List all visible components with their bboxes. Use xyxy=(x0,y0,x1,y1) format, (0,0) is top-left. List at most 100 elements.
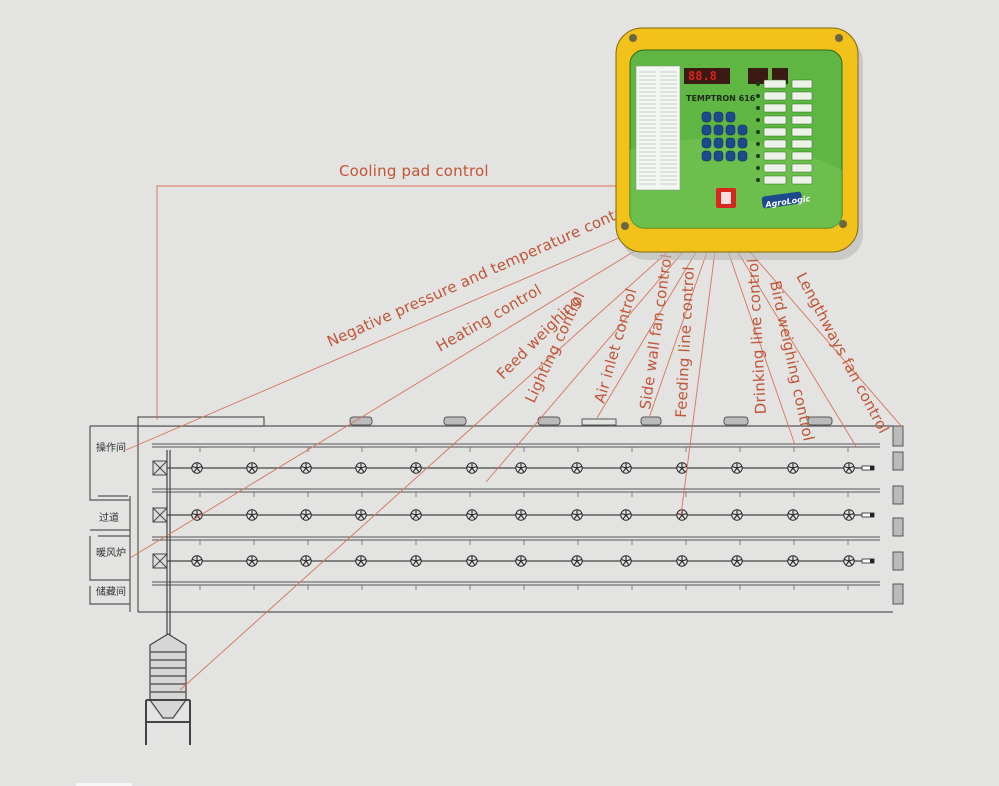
leader-bird-weighing xyxy=(721,225,858,449)
feeding-pan-icon xyxy=(300,555,312,567)
feeding-pan-icon xyxy=(466,462,478,474)
keypad-key[interactable] xyxy=(725,137,736,149)
room-label-operation: 操作间 xyxy=(96,441,126,454)
feeding-pan-icon xyxy=(676,509,688,521)
house-outline xyxy=(89,416,893,613)
drinker-nipples xyxy=(199,447,849,590)
leader-lighting xyxy=(485,217,713,483)
feeding-pan-icon xyxy=(843,462,855,474)
feeding-pan-icon xyxy=(515,555,527,567)
output-button[interactable] xyxy=(763,163,787,173)
keypad-key[interactable] xyxy=(701,111,712,123)
keypad-key[interactable] xyxy=(737,137,748,149)
drinking-lines xyxy=(152,443,880,586)
screw-icon xyxy=(621,222,629,230)
feeding-pan-icon xyxy=(246,462,258,474)
output-button[interactable] xyxy=(763,151,787,161)
output-button[interactable] xyxy=(791,151,813,161)
keypad-key[interactable] xyxy=(713,124,724,136)
temptron-controller: 88.8 TEMPTRON 616 AgroLogic xyxy=(615,27,863,260)
model-name: TEMPTRON 616 xyxy=(686,94,756,103)
feeding-pan-icon xyxy=(410,462,422,474)
leader-cooling-pad xyxy=(156,185,712,420)
output-button[interactable] xyxy=(791,127,813,137)
feeding-pan-icon xyxy=(843,555,855,567)
end-fans xyxy=(892,425,904,605)
feeding-pan-icon xyxy=(300,462,312,474)
room-label-passage: 过道 xyxy=(99,511,119,524)
led-icon xyxy=(756,94,760,98)
label-side-wall-fan: Side wall fan control xyxy=(636,253,676,411)
keypad-key[interactable] xyxy=(701,150,712,162)
label-cooling-pad: Cooling pad control xyxy=(339,162,489,180)
feeding-pan-icon xyxy=(515,509,527,521)
led-icon xyxy=(756,106,760,110)
screw-icon xyxy=(835,34,843,42)
leader-feeding-line xyxy=(680,227,719,516)
keypad-key[interactable] xyxy=(701,124,712,136)
output-button[interactable] xyxy=(763,139,787,149)
keypad-key[interactable] xyxy=(737,124,748,136)
keypad-key[interactable] xyxy=(725,124,736,136)
output-button[interactable] xyxy=(763,115,787,125)
led-icon xyxy=(756,166,760,170)
feeding-pan-icon xyxy=(246,555,258,567)
output-button[interactable] xyxy=(791,91,813,101)
feeding-pan-icon xyxy=(787,555,799,567)
output-button[interactable] xyxy=(791,115,813,125)
output-button[interactable] xyxy=(791,163,813,173)
feeding-pan-icon xyxy=(676,555,688,567)
wall-fixtures xyxy=(349,416,833,426)
screw-icon xyxy=(839,220,847,228)
page-footer-bar xyxy=(76,783,132,786)
feeding-pan-icon xyxy=(300,509,312,521)
label-feeding-line: Feeding line control xyxy=(672,266,698,418)
output-button[interactable] xyxy=(763,103,787,113)
feeding-pan-icon xyxy=(410,509,422,521)
feeding-pan-icon xyxy=(620,462,632,474)
led-icon xyxy=(756,82,760,86)
screw-icon xyxy=(629,34,637,42)
leader-lines xyxy=(125,185,904,691)
keypad-key[interactable] xyxy=(725,150,736,162)
feed-hoppers xyxy=(152,460,168,569)
output-button[interactable] xyxy=(791,175,813,185)
output-button[interactable] xyxy=(763,91,787,101)
label-drinking-line: Drinking line control xyxy=(744,258,770,415)
feeding-pan-icon xyxy=(246,509,258,521)
feeding-pan-icon xyxy=(355,555,367,567)
keypad-key[interactable] xyxy=(701,137,712,149)
feeding-pan-icon xyxy=(355,462,367,474)
feeding-pan-icon xyxy=(466,555,478,567)
secondary-display xyxy=(748,68,768,84)
feeding-pan-icon xyxy=(676,462,688,474)
feeding-pans xyxy=(191,462,875,567)
keypad-key[interactable] xyxy=(725,111,736,123)
led-icon xyxy=(756,178,760,182)
keypad-key[interactable] xyxy=(713,137,724,149)
keypad xyxy=(701,111,748,162)
feeding-pan-icon xyxy=(731,462,743,474)
output-button[interactable] xyxy=(763,127,787,137)
feeding-pan-icon xyxy=(843,509,855,521)
line-end-cap xyxy=(861,558,875,564)
output-button[interactable] xyxy=(763,79,787,89)
leader-neg-pressure xyxy=(125,197,713,451)
led-icon xyxy=(756,154,760,158)
output-button[interactable] xyxy=(763,175,787,185)
keypad-key[interactable] xyxy=(713,150,724,162)
silo xyxy=(145,450,191,745)
feeding-pan-icon xyxy=(191,555,203,567)
keypad-key[interactable] xyxy=(713,111,724,123)
feeding-pan-icon xyxy=(355,509,367,521)
feeding-pan-icon xyxy=(620,555,632,567)
output-button[interactable] xyxy=(791,79,813,89)
feeding-pan-icon xyxy=(571,509,583,521)
output-button[interactable] xyxy=(791,139,813,149)
feeding-pan-icon xyxy=(787,509,799,521)
keypad-key[interactable] xyxy=(737,150,748,162)
output-button[interactable] xyxy=(791,103,813,113)
feeding-pan-icon xyxy=(571,555,583,567)
feeding-pan-icon xyxy=(731,555,743,567)
